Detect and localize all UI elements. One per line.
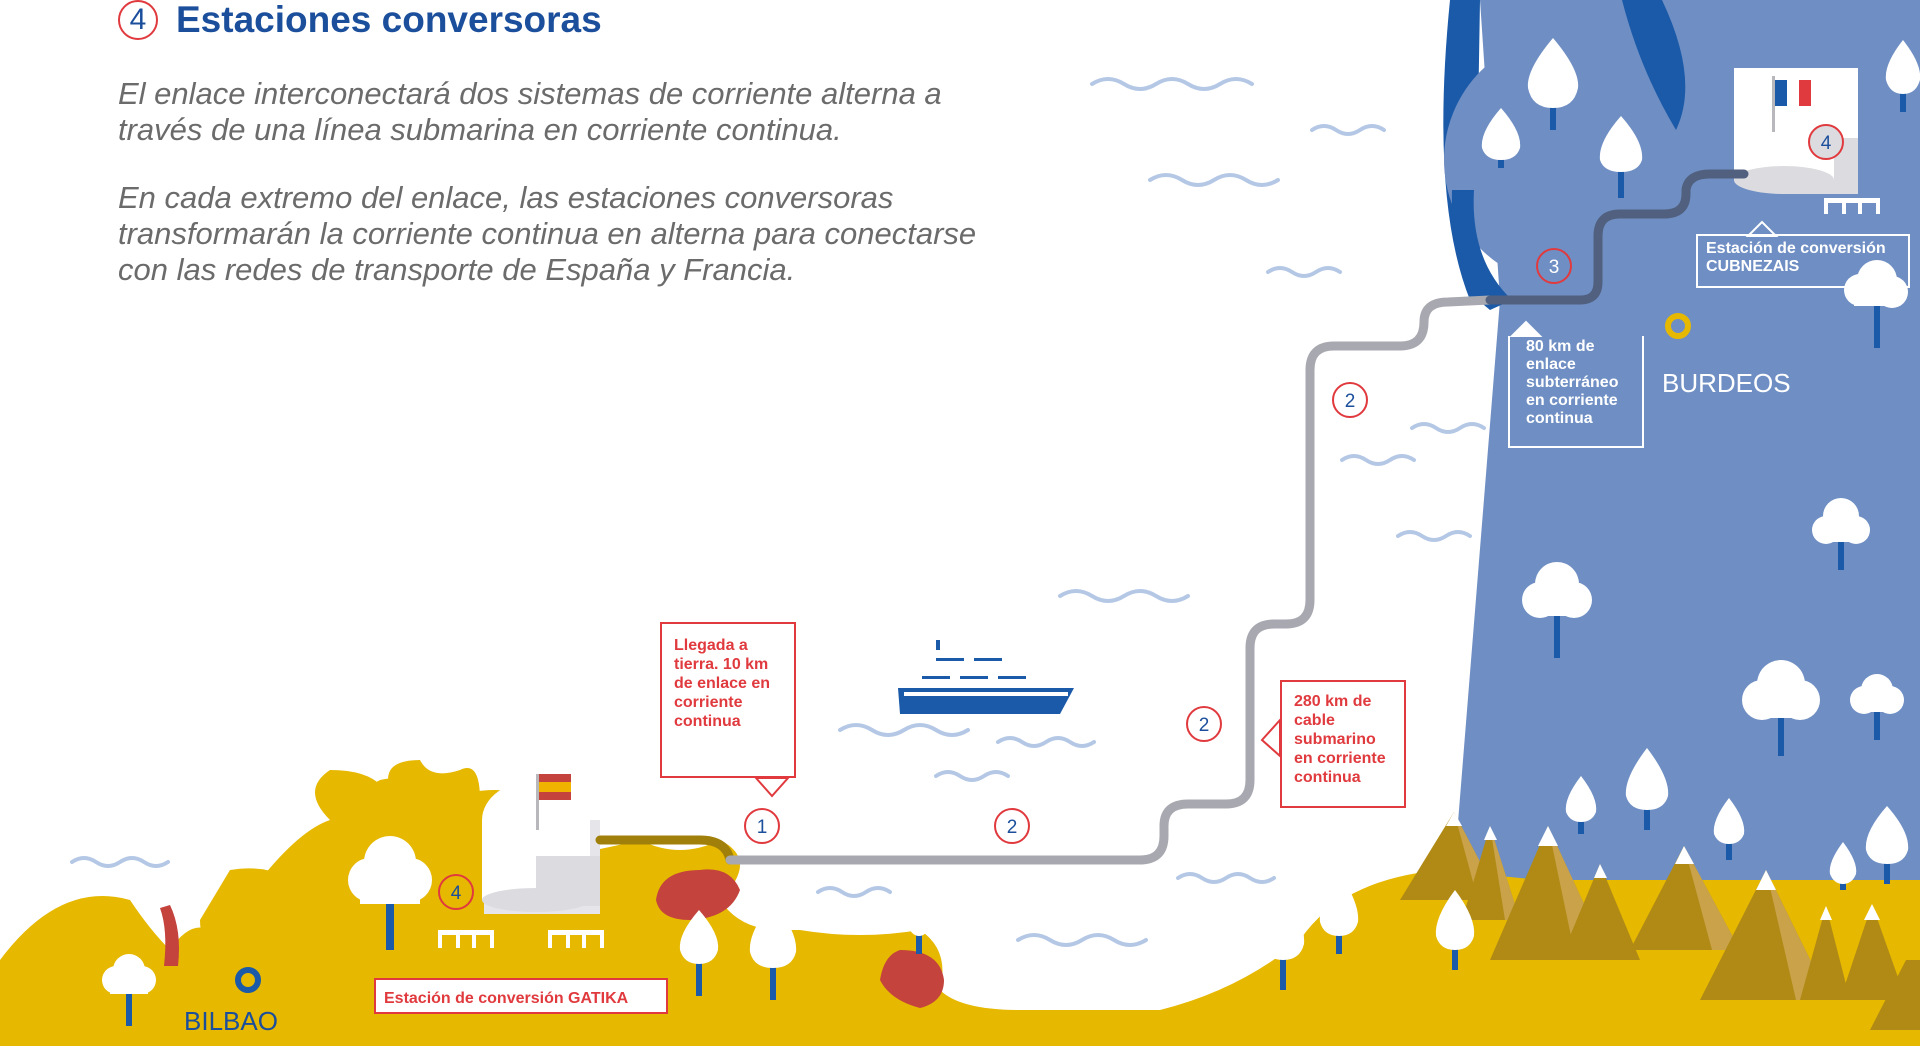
svg-text:2: 2 bbox=[1007, 817, 1018, 838]
underground-callout-tail bbox=[1509, 320, 1543, 337]
marker-3: 3 bbox=[1536, 248, 1572, 284]
svg-text:3: 3 bbox=[1549, 257, 1560, 278]
intro-paragraph: El enlace interconectará dos sistemas de… bbox=[118, 76, 942, 147]
submarine-callout-tail bbox=[1260, 717, 1281, 759]
marker-4-france: 4 bbox=[1808, 124, 1844, 160]
marker-2-mid: 2 bbox=[1186, 706, 1222, 742]
gatika-callout: Estación de conversión GATIKA bbox=[374, 978, 668, 1014]
section-number: 4 bbox=[118, 0, 158, 40]
landfall-callout: Llegada a tierra. 10 km de enlace en cor… bbox=[660, 622, 796, 778]
round-trees bbox=[102, 260, 1908, 1026]
gatika-station bbox=[482, 774, 600, 914]
burdeos-label: BURDEOS bbox=[1662, 368, 1791, 398]
svg-text:2: 2 bbox=[1345, 391, 1356, 412]
submarine-callout: 280 km de cable submarino en corriente c… bbox=[1280, 680, 1406, 808]
cubnezais-callout-tail bbox=[1745, 220, 1779, 237]
marker-2-sea: 2 bbox=[994, 808, 1030, 844]
marker-2-north: 2 bbox=[1332, 382, 1368, 418]
svg-text:2: 2 bbox=[1199, 715, 1210, 736]
bilbao-pin-icon bbox=[235, 967, 261, 993]
trees bbox=[679, 38, 1920, 1000]
mountains bbox=[1400, 812, 1920, 1030]
page-title: Estaciones conversoras bbox=[176, 0, 602, 40]
svg-text:4: 4 bbox=[1821, 133, 1832, 154]
burdeos-pin-icon bbox=[1665, 313, 1691, 339]
cubnezais-callout: Estación de conversión CUBNEZAIS bbox=[1696, 234, 1910, 288]
cable-route bbox=[595, 169, 1749, 865]
landfall-callout-tail bbox=[753, 777, 791, 798]
sea-waves bbox=[70, 77, 1486, 947]
svg-text:1: 1 bbox=[757, 817, 768, 838]
pylons bbox=[438, 198, 1880, 948]
marker-4-spain: 4 bbox=[438, 874, 474, 910]
section-header: 4 Estaciones conversoras El enlace inter… bbox=[118, 0, 998, 288]
marker-1: 1 bbox=[744, 808, 780, 844]
bilbao-label: BILBAO bbox=[184, 1006, 278, 1036]
ship bbox=[898, 640, 1074, 714]
underground-callout: 80 km de enlace subterráneo en corriente… bbox=[1508, 336, 1644, 448]
detail-paragraph: En cada extremo del enlace, las estacion… bbox=[118, 180, 977, 287]
svg-text:4: 4 bbox=[451, 883, 462, 904]
